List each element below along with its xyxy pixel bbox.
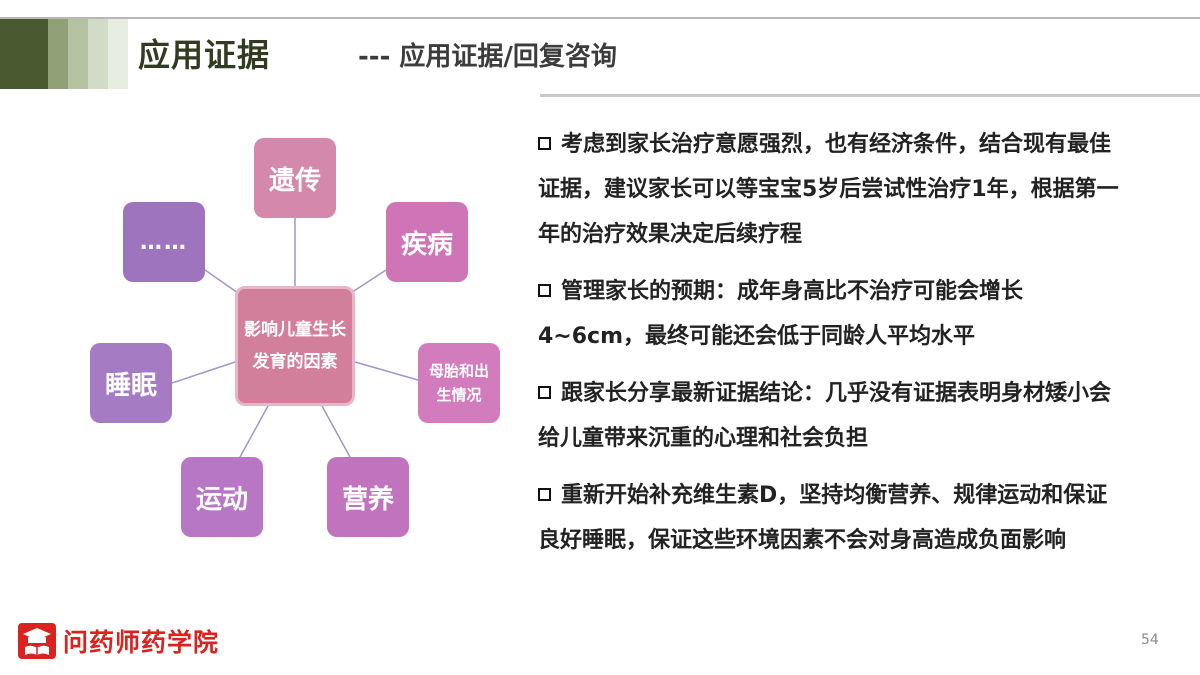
diagram-connectors xyxy=(171,218,419,458)
bullet-item: 管理家长的预期：成年身高比不治疗可能会增长4~6cm，最终可能还会低于同龄人平均… xyxy=(538,269,1128,359)
header-stripe xyxy=(0,19,48,89)
factors-diagram: 影响儿童生长发育的因素 遗传 疾病 …… 睡眠 母胎和出生情况 运动 营养 xyxy=(0,100,520,560)
connector-yundong xyxy=(239,405,269,458)
node-jibing: 疾病 xyxy=(386,202,468,282)
bullet-item: 跟家长分享最新证据结论：几乎没有证据表明身材矮小会给儿童带来沉重的心理和社会负担 xyxy=(538,371,1128,461)
node-yichuan: 遗传 xyxy=(254,138,336,218)
bullet-text: 重新开始补充维生素D，坚持均衡营养、规律运动和保证良好睡眠，保证这些环境因素不会… xyxy=(538,483,1108,553)
connector-shuimian xyxy=(171,361,236,384)
page-number: 54 xyxy=(1141,632,1159,648)
header-stripe xyxy=(108,19,128,89)
header-stripe xyxy=(48,19,68,89)
connector-yingyang xyxy=(321,405,351,458)
header-stripe xyxy=(88,19,108,89)
slide-subtitle: --- 应用证据/回复咨询 xyxy=(358,42,617,72)
bullet-text: 考虑到家长治疗意愿强烈，也有经济条件，结合现有最佳证据，建议家长可以等宝宝5岁后… xyxy=(538,132,1119,247)
bullet-item: 考虑到家长治疗意愿强烈，也有经济条件，结合现有最佳证据，建议家长可以等宝宝5岁后… xyxy=(538,122,1128,257)
brand-name: 问药师药学院 xyxy=(63,628,220,657)
bullet-text: 管理家长的预期：成年身高比不治疗可能会增长4~6cm，最终可能还会低于同龄人平均… xyxy=(538,279,1024,349)
bullet-list: 考虑到家长治疗意愿强烈，也有经济条件，结合现有最佳证据，建议家长可以等宝宝5岁后… xyxy=(538,122,1128,575)
node-yundong: 运动 xyxy=(181,457,263,537)
node-muti-chusheng: 母胎和出生情况 xyxy=(418,343,500,423)
header-stripe xyxy=(68,19,88,89)
header-bottom-rule xyxy=(540,94,1200,97)
slide-title: 应用证据 xyxy=(138,36,271,74)
center-node: 影响儿童生长发育的因素 xyxy=(235,286,355,406)
checkbox-square-icon xyxy=(538,137,551,150)
graduation-cap-icon xyxy=(18,623,56,659)
header-top-rule xyxy=(0,17,1200,19)
brand-logo: 问药师药学院 xyxy=(17,622,219,660)
connector-muti xyxy=(354,361,419,381)
checkbox-square-icon xyxy=(538,488,551,501)
bullet-text: 跟家长分享最新证据结论：几乎没有证据表明身材矮小会给儿童带来沉重的心理和社会负担 xyxy=(538,381,1112,451)
bullet-item: 重新开始补充维生素D，坚持均衡营养、规律运动和保证良好睡眠，保证这些环境因素不会… xyxy=(538,473,1128,563)
node-shuimian: 睡眠 xyxy=(90,343,172,423)
node-ellipsis: …… xyxy=(123,202,205,282)
node-yingyang: 营养 xyxy=(327,457,409,537)
checkbox-square-icon xyxy=(538,284,551,297)
checkbox-square-icon xyxy=(538,386,551,399)
